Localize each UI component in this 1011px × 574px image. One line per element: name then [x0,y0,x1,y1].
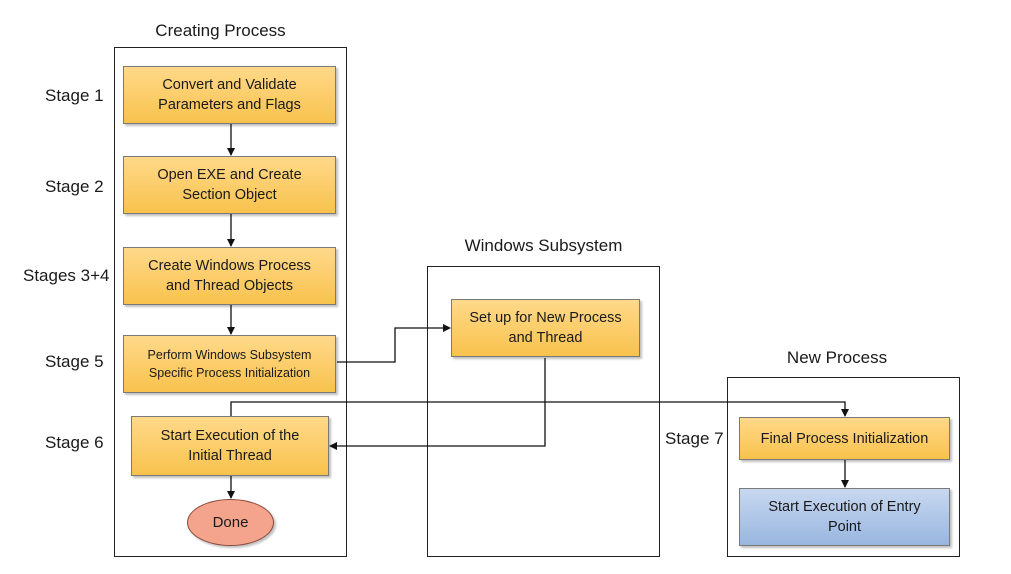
perform-subsystem-init-box: Perform Windows Subsystem Specific Proce… [123,335,336,393]
create-objects-box: Create Windows Process and Thread Object… [123,247,336,305]
stage-7-label: Stage 7 [665,429,724,448]
start-entry-point-box: Start Execution of Entry Point [739,488,950,546]
new-process-title: New Process [786,348,888,367]
stage-5-label: Stage 5 [45,352,104,371]
windows-subsystem-title: Windows Subsystem [464,236,623,255]
stage-2-label: Stage 2 [45,177,104,196]
stages-3-4-label: Stages 3+4 [23,266,110,285]
start-initial-thread-box: Start Execution of the Initial Thread [131,416,329,476]
stage-1-label: Stage 1 [45,86,104,105]
creating-process-title: Creating Process [155,21,286,40]
final-process-init-box: Final Process Initialization [739,417,950,460]
convert-validate-box: Convert and Validate Parameters and Flag… [123,66,336,124]
stage-6-label: Stage 6 [45,433,104,452]
new-process-frame [727,377,960,557]
creating-process-frame [114,47,347,557]
open-exe-box: Open EXE and Create Section Object [123,156,336,214]
setup-new-process-box: Set up for New Process and Thread [451,299,640,357]
done-node: Done [187,499,274,546]
